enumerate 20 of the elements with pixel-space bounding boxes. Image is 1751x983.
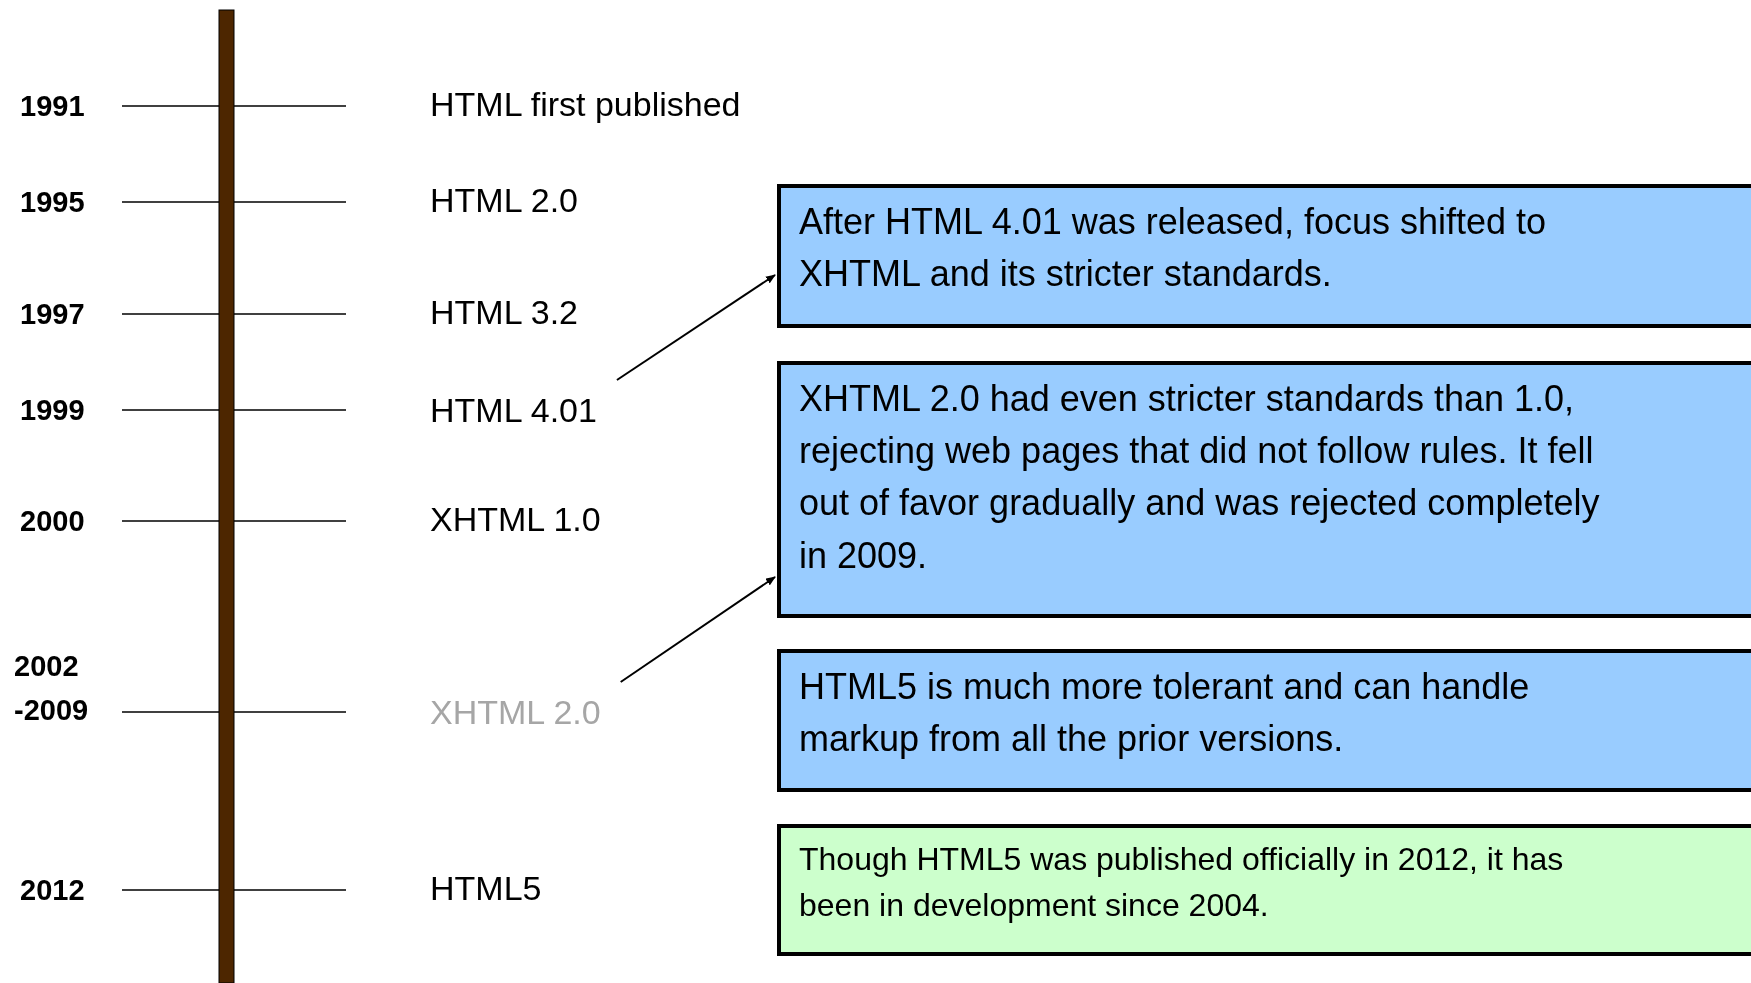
year-label: 1991 — [20, 89, 86, 124]
year-label: 1995 — [20, 185, 86, 220]
version-label: HTML 2.0 — [430, 180, 578, 220]
year-label: 2012 — [20, 873, 86, 908]
year-label: 2002 -2009 — [14, 649, 90, 728]
note-box: XHTML 2.0 had even stricter standards than 1.0, rejecting web pages that did not follow rules. It fell out of favor gradually and was rejected completely in 2009. — [777, 361, 1751, 618]
note-box: After HTML 4.01 was released, focus shifted to XHTML and its stricter standards. — [777, 184, 1751, 328]
note-box: Though HTML5 was published officially in 2012, it has been in development since 2004. — [777, 824, 1751, 956]
version-label: HTML5 — [430, 868, 542, 908]
arrow — [619, 576, 776, 683]
version-label: HTML 4.01 — [430, 390, 597, 430]
arrow — [615, 274, 776, 381]
version-label: XHTML 2.0 — [430, 692, 601, 732]
version-label: HTML 3.2 — [430, 292, 578, 332]
year-label: 2000 — [20, 504, 86, 539]
year-label: 1997 — [20, 297, 86, 332]
version-label: XHTML 1.0 — [430, 499, 601, 539]
version-label: HTML first published — [430, 84, 741, 124]
year-label: 1999 — [20, 393, 86, 428]
note-box: HTML5 is much more tolerant and can handle markup from all the prior versions. — [777, 649, 1751, 792]
